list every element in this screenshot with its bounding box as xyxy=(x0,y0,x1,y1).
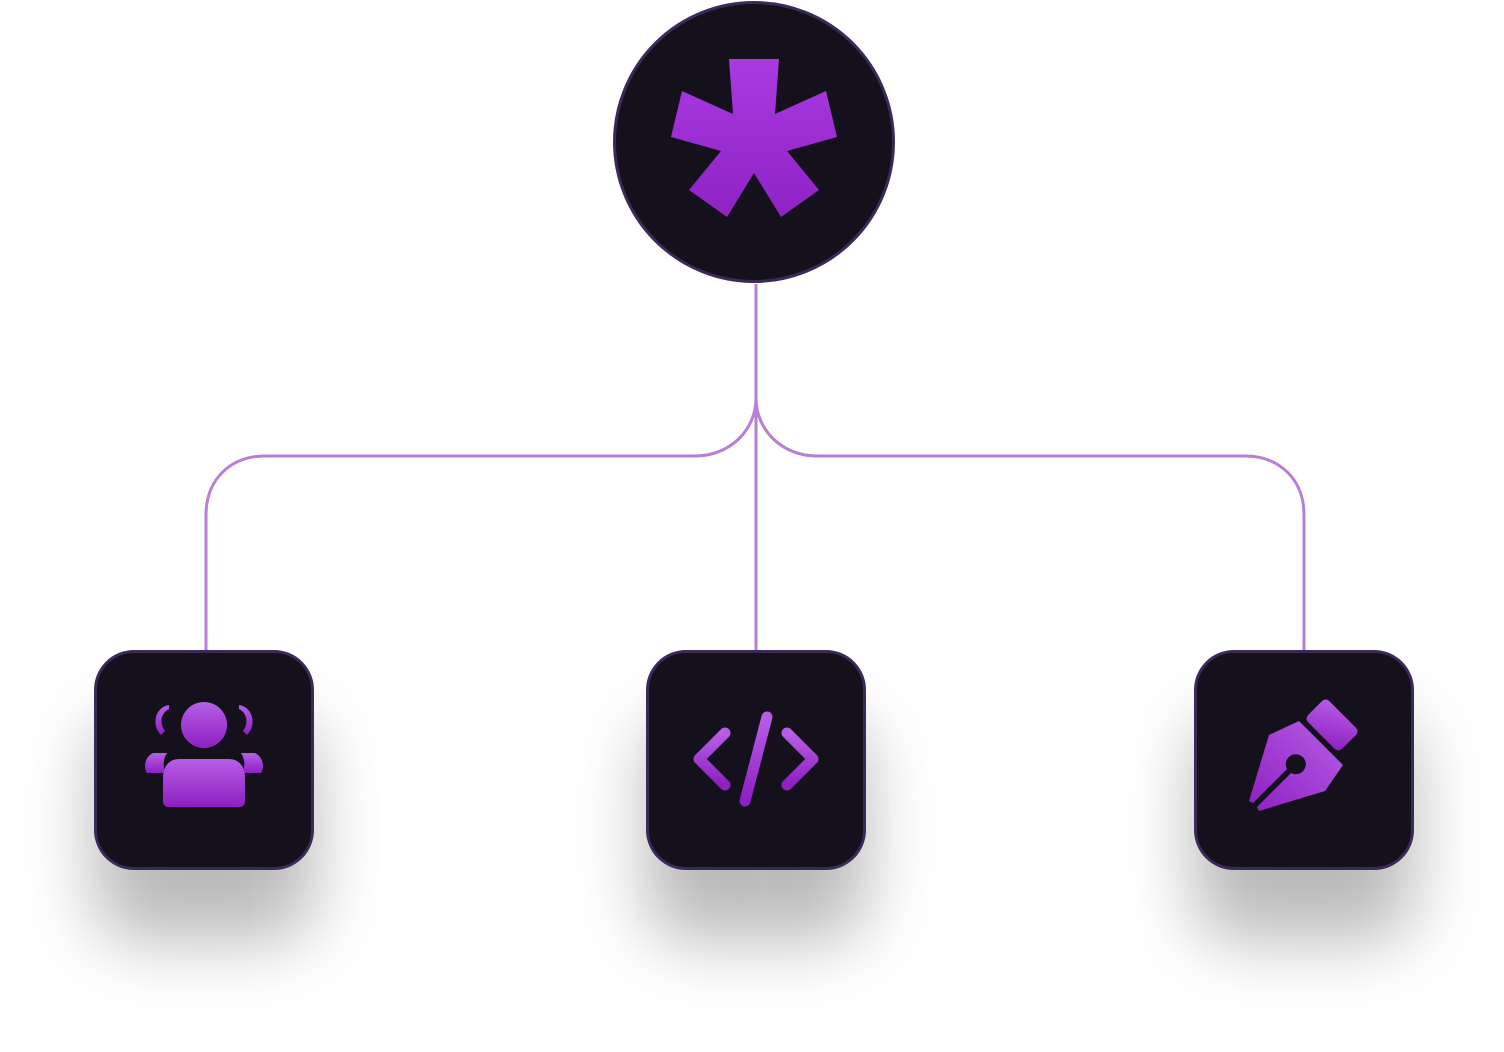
users-group-icon xyxy=(145,702,263,807)
connector-to-team xyxy=(204,397,758,650)
team-node xyxy=(94,650,314,870)
code-brackets-icon xyxy=(693,711,819,807)
connector-to-design xyxy=(754,397,1306,650)
asterisk-icon xyxy=(671,59,837,217)
hub-node xyxy=(613,1,895,283)
code-node xyxy=(646,650,866,870)
design-node xyxy=(1194,650,1414,870)
pen-nib-icon xyxy=(1249,699,1358,811)
